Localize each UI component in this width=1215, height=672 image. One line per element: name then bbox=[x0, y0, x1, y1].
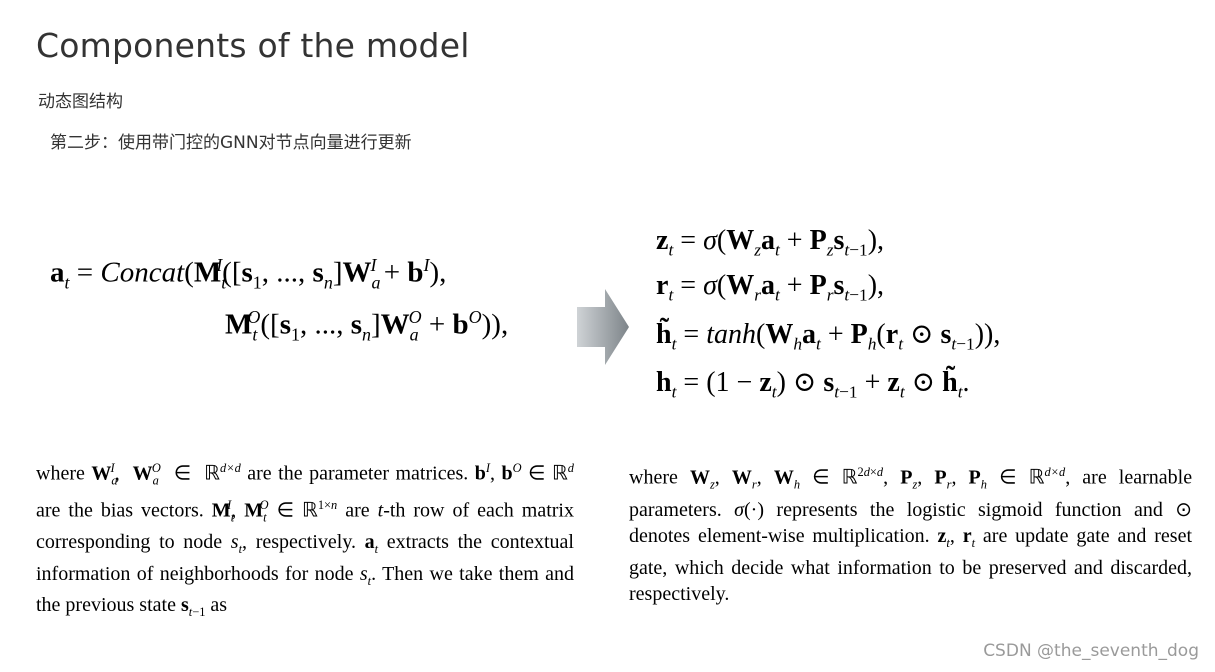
equation-left-line-2: MtO([s1, ..., sn]WaO + bO)), bbox=[225, 307, 509, 345]
equation-candidate-state: h̃t = tanh(What + Ph(rt ⊙ st−1)), bbox=[656, 319, 1001, 354]
slide-title: Components of the model bbox=[36, 26, 470, 65]
equation-left-line-1: at = Concat(MtI([s1, ..., sn]WaI + bI), bbox=[50, 255, 447, 293]
watermark: CSDN @the_seventh_dog bbox=[983, 641, 1199, 661]
slide-subtitle: 动态图结构 bbox=[38, 92, 123, 112]
equation-final-state: ht = (1 − zt) ⊙ st−1 + zt ⊙ h̃t. bbox=[656, 367, 970, 402]
equation-update-gate: zt = σ(Wzat + Pzst−1), bbox=[656, 225, 885, 260]
step-heading: 第二步：使用带门控的GNN对节点向量进行更新 bbox=[50, 133, 412, 153]
equation-reset-gate: rt = σ(Wrat + Prst−1), bbox=[656, 270, 885, 305]
paragraph-left: where WaI, WaO ∈ ℝd×d are the parameter … bbox=[36, 461, 574, 620]
right-arrow-icon bbox=[577, 289, 629, 365]
paragraph-right: where Wz, Wr, Wh ∈ ℝ2d×d, Pz, Pr, Ph ∈ ℝ… bbox=[629, 465, 1193, 605]
